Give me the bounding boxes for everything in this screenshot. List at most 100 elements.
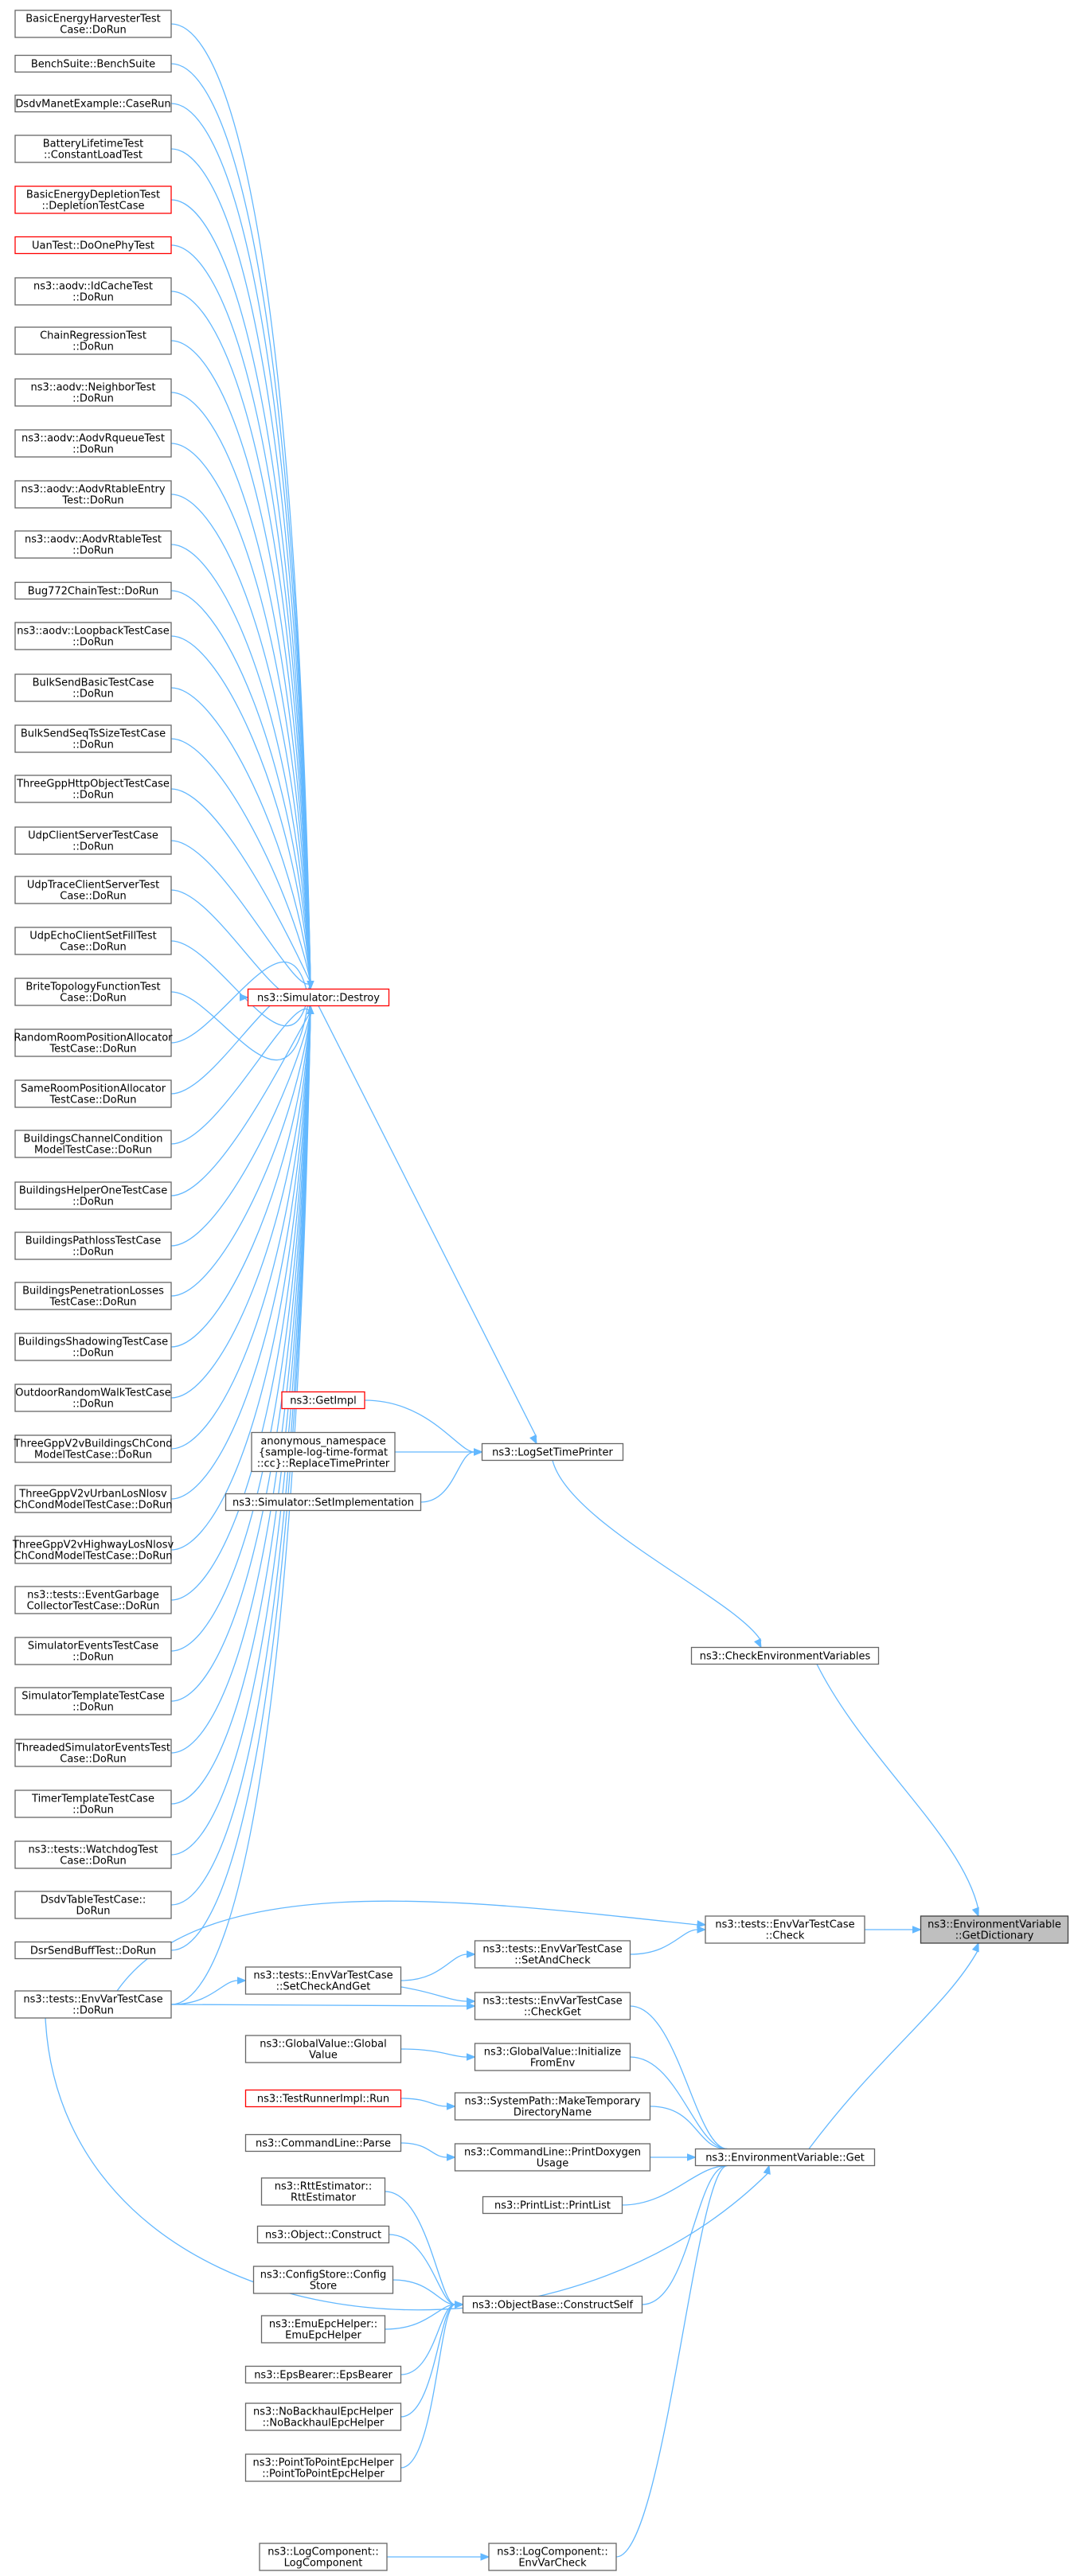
node-box [14,1941,172,1960]
function-node[interactable]: ns3::PrintList::PrintList [482,2195,623,2215]
function-node[interactable]: ns3::aodv::LoopbackTestCase::DoRun [14,622,172,650]
function-node[interactable]: ns3::aodv::IdCacheTest::DoRun [14,277,172,306]
function-node[interactable]: BuildingsShadowingTestCase::DoRun [14,1333,172,1361]
node-box [281,1391,365,1410]
function-node[interactable]: ns3::LogSetTimePrinter [481,1442,624,1462]
node-label: ns3::PointToPointEpcHelper [253,2457,395,2469]
function-node[interactable]: ns3::ObjectBase::ConstructSelf [462,2295,643,2314]
edge-arrowhead [697,1920,707,1928]
node-label: ns3::GlobalValue::Initialize [484,2047,621,2059]
function-node[interactable]: ThreeGppV2vUrbanLosNlosvChCondModelTestC… [14,1485,173,1513]
function-node[interactable]: ns3::CommandLine::Parse [244,2133,402,2153]
function-node[interactable]: ns3::tests::EnvVarTestCase::Check [705,1915,865,1944]
function-node[interactable]: ns3::ConfigStore::ConfigStore [252,2266,394,2294]
function-node[interactable]: ns3::tests::EventGarbageCollectorTestCas… [14,1586,172,1614]
node-box [14,1333,172,1361]
function-node[interactable]: ns3::NoBackhaulEpcHelper::NoBackhaulEpcH… [244,2402,402,2431]
node-label: ::NoBackhaulEpcHelper [263,2418,385,2430]
function-node[interactable]: ns3::EpsBearer::EpsBearer [244,2365,402,2384]
function-node[interactable]: Bug772ChainTest::DoRun [14,581,172,600]
function-node[interactable]: BuildingsChannelConditionModelTestCase::… [14,1130,172,1158]
function-node[interactable]: SimulatorTemplateTestCase::DoRun [14,1687,172,1715]
function-node[interactable]: ns3::GlobalValue::GlobalValue [244,2035,402,2063]
node-label: BulkSendBasicTestCase [33,677,154,689]
function-node[interactable]: ns3::tests::EnvVarTestCase::CheckGet [474,1992,631,2020]
node-box [14,1231,172,1260]
function-node[interactable]: ns3::tests::EnvVarTestCase::SetAndCheck [474,1940,631,1969]
call-edge [170,148,311,983]
function-node[interactable]: OutdoorRandomWalkTestCase::DoRun [14,1384,172,1412]
function-node[interactable]: BuildingsPenetrationLossesTestCase::DoRu… [14,1282,172,1310]
function-node[interactable]: anonymous_namespace{sample-log-time-form… [251,1431,396,1473]
function-node[interactable]: ns3::Simulator::Destroy [247,988,390,1007]
function-node[interactable]: ns3::aodv::NeighborTest::DoRun [14,378,172,407]
function-node[interactable]: ns3::EnvironmentVariable::Get [694,2148,876,2167]
function-node[interactable]: BasicEnergyDepletionTest::DepletionTestC… [14,185,172,214]
node-box [14,927,172,955]
function-node[interactable]: ns3::RttEstimator::RttEstimator [260,2177,386,2206]
call-edge [170,1012,311,2005]
function-node[interactable]: ns3::CheckEnvironmentVariables [690,1646,880,1665]
function-node[interactable]: ns3::LogComponent::EnvVarCheck [488,2543,617,2571]
function-node[interactable]: ns3::tests::EnvVarTestCase::SetCheckAndG… [244,1966,402,1995]
node-label: ns3::CommandLine::PrintDoxygen [464,2147,641,2159]
function-node[interactable]: ns3::aodv::AodvRqueueTest::DoRun [14,429,172,458]
function-node[interactable]: DsdvTableTestCase::DoRun [14,1891,172,1919]
function-node[interactable]: ns3::Object::Construct [256,2225,390,2244]
function-node[interactable]: RandomRoomPositionAllocatorTestCase::DoR… [14,1028,173,1057]
function-node[interactable]: DsrSendBuffTest::DoRun [14,1941,172,1960]
node-label: Case::DoRun [60,25,126,37]
function-node[interactable]: SimulatorEventsTestCase::DoRun [14,1637,172,1665]
edge-arrowhead [307,1005,314,1014]
function-node[interactable]: ns3::EmuEpcHelper::EmuEpcHelper [260,2315,386,2344]
function-node[interactable]: ThreeGppV2vBuildingsChCondModelTestCase:… [13,1434,173,1463]
function-node[interactable]: ns3::SystemPath::MakeTemporaryDirectoryN… [454,2092,651,2121]
call-edge [170,590,311,983]
node-label: ns3::aodv::NeighborTest [31,382,156,394]
call-edge [45,2017,770,2311]
node-label: ::DoRun [72,342,114,353]
node-box [14,1434,172,1463]
function-node[interactable]: ns3::TestRunnerImpl::Run [244,2089,402,2108]
function-node[interactable]: ThreeGppHttpObjectTestCase::DoRun [14,775,172,803]
function-node[interactable]: ns3::PointToPointEpcHelper::PointToPoint… [244,2453,402,2482]
node-label: ::DoRun [72,444,114,456]
function-node[interactable]: ns3::LogComponent::LogComponent [259,2543,388,2571]
node-label: ChainRegressionTest [40,330,146,342]
function-node[interactable]: DsdvManetExample::CaseRun [14,94,172,113]
function-node[interactable]: ns3::EnvironmentVariable::GetDictionary [920,1915,1069,1944]
function-node[interactable]: UdpClientServerTestCase::DoRun [14,826,172,855]
function-node[interactable]: BuildingsPathlossTestCase::DoRun [14,1231,172,1260]
function-node[interactable]: BulkSendSeqTsSizeTestCase::DoRun [14,724,172,753]
function-node[interactable]: BenchSuite::BenchSuite [14,54,172,73]
function-node[interactable]: BatteryLifetimeTest::ConstantLoadTest [14,135,172,163]
function-node[interactable]: ChainRegressionTest::DoRun [14,326,172,355]
function-node[interactable]: ns3::aodv::AodvRtableTest::DoRun [14,530,172,559]
function-node[interactable]: TimerTemplateTestCase::DoRun [14,1790,172,1818]
node-label: ns3::Simulator::Destroy [257,993,380,1005]
node-label: ::DoRun [72,841,114,853]
node-label: Case::DoRun [60,993,126,1005]
node-label: ns3::aodv::IdCacheTest [33,281,153,293]
function-node[interactable]: BuildingsHelperOneTestCase::DoRun [14,1181,172,1210]
function-node[interactable]: ns3::tests::EnvVarTestCase::DoRun [14,1990,172,2019]
function-node[interactable]: ns3::Simulator::SetImplementation [225,1493,422,1512]
function-node[interactable]: UanTest::DoOnePhyTest [14,236,172,255]
node-label: {sample-log-time-format [259,1447,388,1459]
node-box [14,1739,172,1767]
node-label: Case::DoRun [60,942,126,954]
function-node[interactable]: BulkSendBasicTestCase::DoRun [14,673,172,702]
function-node[interactable]: ThreeGppV2vHighwayLosNlosvChCondModelTes… [12,1536,174,1564]
function-node[interactable]: ns3::GetImpl [281,1391,365,1410]
call-edge [170,1012,311,1805]
